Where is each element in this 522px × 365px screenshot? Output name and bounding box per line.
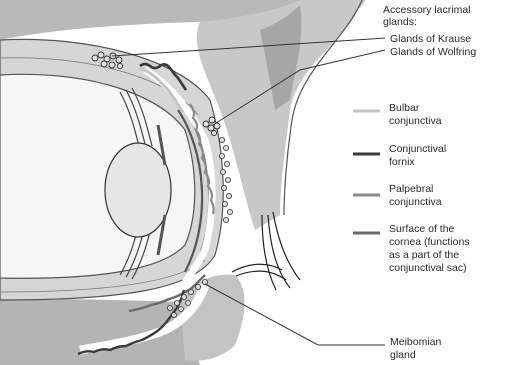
label-meibomian-line2: gland — [390, 349, 416, 361]
label-cornea-line1: Surface of the — [389, 223, 455, 235]
upper-eyelashes — [262, 212, 300, 290]
label-fornix-line1: Conjunctival — [389, 143, 446, 155]
label-bulbar-line2: conjunctiva — [389, 115, 442, 127]
label-bulbar-line1: Bulbar — [389, 102, 420, 114]
label-cornea-line4: conjunctival sac) — [389, 262, 467, 274]
label-meibomian-line1: Meibomian — [390, 336, 442, 348]
label-accessory-line2: glands: — [383, 16, 417, 28]
label-glands-of-krause: Glands of Krause — [390, 33, 471, 45]
label-palpebral-line1: Palpebral — [389, 183, 433, 195]
label-palpebral-line2: conjunctiva — [389, 196, 442, 208]
label-accessory-line1: Accessory lacrimal — [383, 4, 471, 16]
label-fornix-line2: fornix — [389, 156, 415, 168]
label-glands-of-wolfring: Glands of Wolfring — [390, 46, 476, 58]
label-cornea-line3: as a part of the — [389, 249, 459, 261]
lens — [105, 143, 171, 237]
label-cornea-line2: cornea (functions — [389, 236, 470, 248]
